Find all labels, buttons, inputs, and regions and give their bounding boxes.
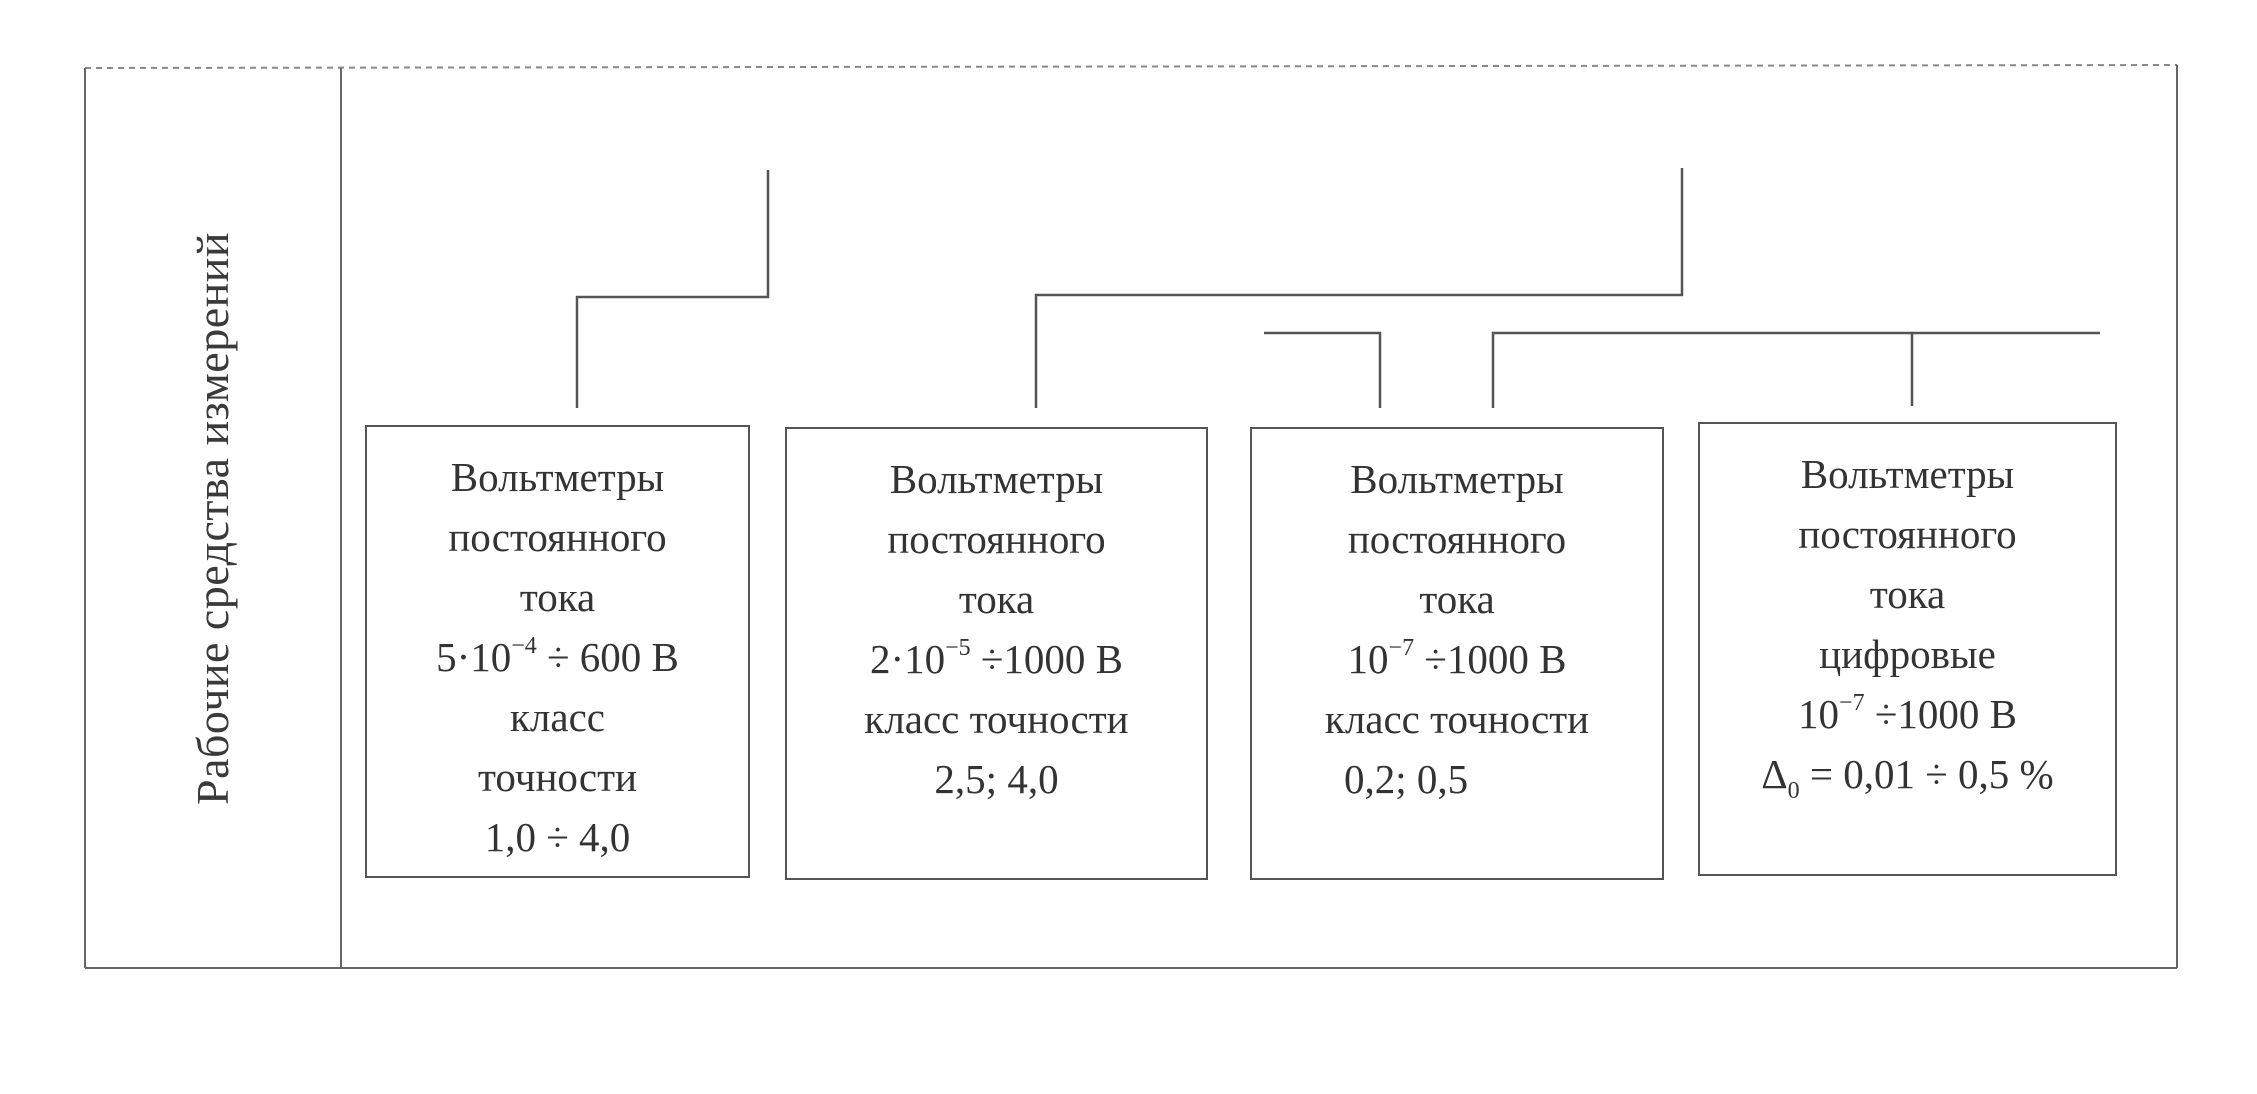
box-4-line3: тока (1869, 571, 1946, 617)
side-label-text: Рабочие средства измерений (187, 232, 238, 805)
box-3-line2: постоянного (1347, 516, 1567, 562)
box-2-line2: постоянного (887, 516, 1106, 562)
box-2-line3: тока (958, 576, 1035, 622)
box-2-accuracy-label: класс точности (864, 696, 1129, 742)
box-1-line1: Вольтметры (450, 454, 665, 500)
box-1-line2: постоянного (448, 514, 667, 560)
voltmeter-box-4: Вольтметры постоянного тока цифровые 10−… (1698, 422, 2117, 876)
box-2-accuracy-value: 2,5; 4,0 (934, 756, 1059, 802)
box-4-line1: Вольтметры (1800, 451, 2015, 497)
connector-box-3-left (1264, 331, 1382, 408)
box-3-accuracy-label: класс точности (1324, 696, 1590, 742)
box-3-line3: тока (1419, 576, 1495, 622)
connector-box-2 (1034, 168, 1684, 408)
box-1-line3: тока (519, 574, 596, 620)
voltmeter-box-1: Вольтметры постоянного тока 5·10−4 ÷ 600… (365, 425, 750, 878)
box-1-accuracy-label-a: класс (510, 694, 605, 740)
box-3-range: 10−7 ÷1000 В (1347, 635, 1567, 682)
box-3-accuracy-value: 0,2; 0,5 (1344, 756, 1469, 802)
box-2-range: 2·10−5 ÷1000 В (869, 635, 1124, 682)
voltmeter-box-3: Вольтметры постоянного тока 10−7 ÷1000 В… (1250, 427, 1664, 880)
box-1-range: 5·10−4 ÷ 600 В (436, 633, 679, 680)
box-4-range: 10−7 ÷1000 В (1798, 690, 2017, 737)
box-4-error: Δ0 = 0,01 ÷ 0,5 % (1761, 751, 2054, 804)
box-1-accuracy-value: 1,0 ÷ 4,0 (484, 814, 631, 860)
box-4-line4: цифровые (1819, 631, 1996, 677)
box-2-line1: Вольтметры (889, 456, 1104, 502)
box-4-line2: постоянного (1798, 511, 2017, 557)
box-1-accuracy-label-b: точности (478, 754, 637, 800)
connector-box-1 (575, 170, 770, 408)
frame-top-dashed (84, 64, 2178, 69)
voltmeter-box-2: Вольтметры постоянного тока 2·10−5 ÷1000… (785, 427, 1208, 880)
side-label: Рабочие средства измерений (85, 70, 340, 967)
box-3-line1: Вольтметры (1350, 456, 1564, 502)
connector-branch-right (1491, 331, 2100, 408)
